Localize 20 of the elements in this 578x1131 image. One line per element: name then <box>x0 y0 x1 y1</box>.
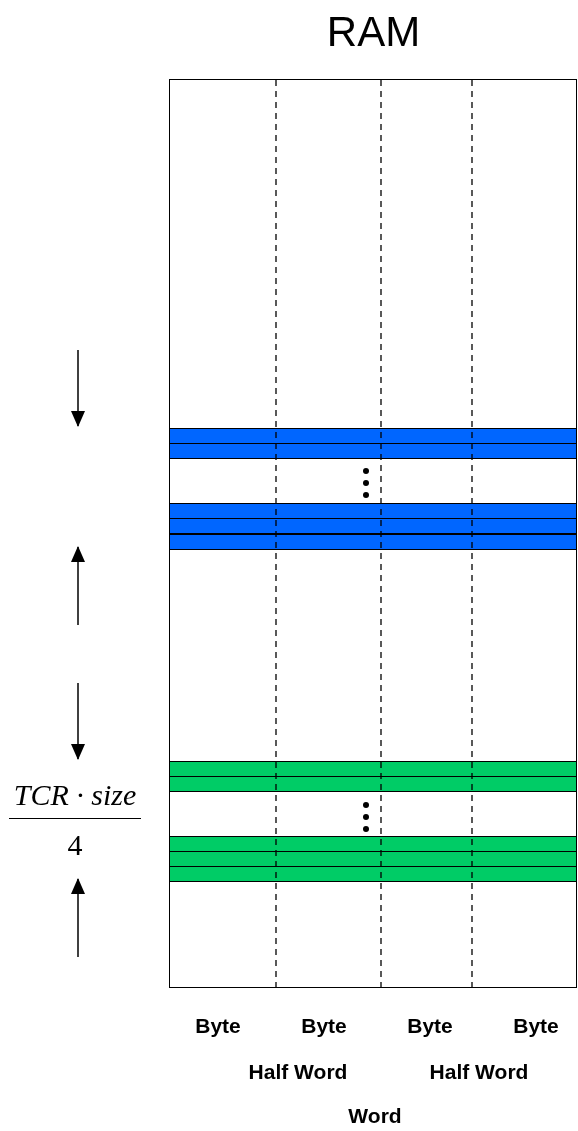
column-label: Byte <box>407 1014 453 1038</box>
memory-row <box>168 866 577 882</box>
fraction-numerator: TCR · size <box>13 778 137 812</box>
column-label: Byte <box>513 1014 559 1038</box>
memory-row <box>168 428 577 444</box>
column-label: Byte <box>195 1014 241 1038</box>
fraction-denominator: 4 <box>67 828 83 862</box>
memory-row <box>168 776 577 792</box>
memory-row <box>168 851 577 867</box>
memory-row <box>168 503 577 519</box>
heading: RAM <box>326 8 421 56</box>
memory-row <box>168 761 577 777</box>
column-label: Half Word <box>248 1060 348 1084</box>
memory-row <box>168 534 577 550</box>
memory-row <box>168 518 577 534</box>
column-label: Word <box>348 1104 402 1128</box>
memory-row <box>168 836 577 852</box>
memory-row <box>168 443 577 459</box>
column-label: Byte <box>301 1014 347 1038</box>
column-label: Half Word <box>429 1060 529 1084</box>
